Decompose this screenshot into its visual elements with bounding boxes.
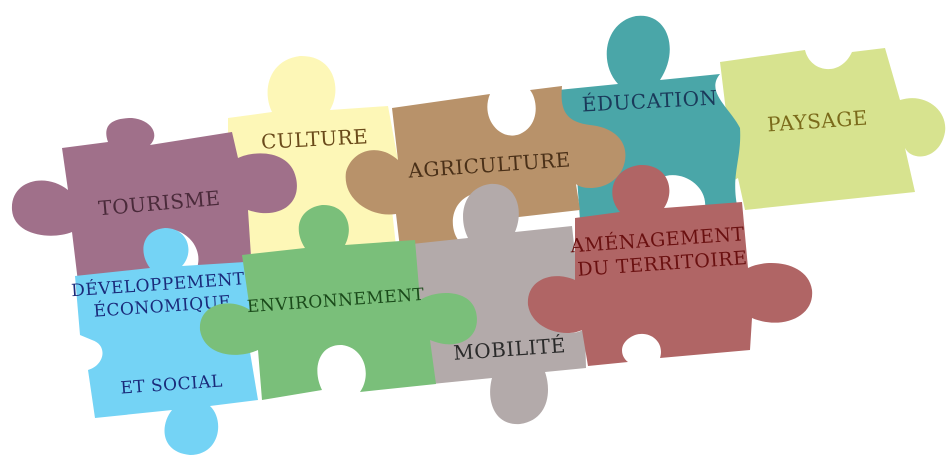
- piece-tourisme: TOURISME: [11, 118, 297, 282]
- piece-developpement: DÉVELOPPEMENT ÉCONOMIQUE ET SOCIAL: [71, 228, 258, 455]
- piece-environnement: ENVIRONNEMENT: [199, 204, 477, 400]
- piece-developpement-shape: [75, 228, 258, 455]
- piece-agriculture: AGRICULTURE: [345, 86, 626, 248]
- piece-paysage: PAYSAGE: [671, 48, 946, 210]
- piece-tourisme-shape: [11, 118, 297, 282]
- piece-environnement-shape: [199, 204, 477, 400]
- piece-mobilite-shape: [412, 183, 586, 425]
- piece-culture-label: CULTURE: [260, 124, 368, 154]
- piece-agriculture-shape: [345, 86, 626, 248]
- piece-paysage-shape: [671, 48, 946, 210]
- piece-mobilite: MOBILITÉ: [412, 183, 586, 425]
- piece-amenagement: AMÉNAGEMENT DU TERRITOIRE: [527, 164, 813, 366]
- piece-amenagement-shape: [527, 164, 813, 366]
